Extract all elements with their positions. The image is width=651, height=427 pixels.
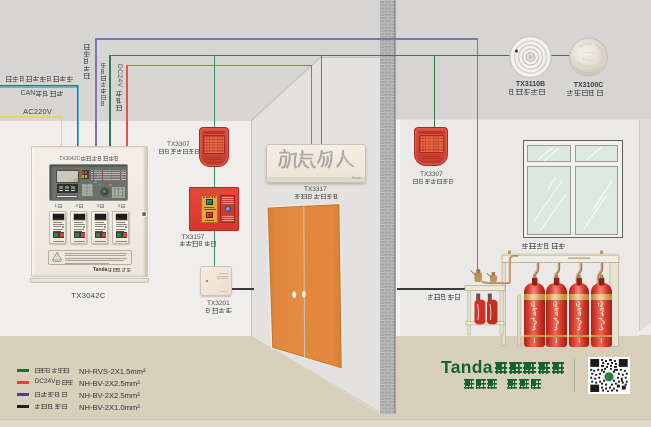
svg-text:!: ! [57, 255, 58, 261]
